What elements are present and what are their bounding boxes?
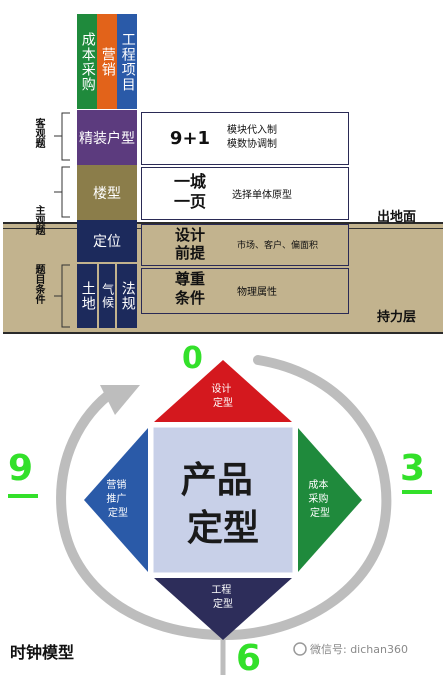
triangle-marketing — [84, 428, 148, 572]
number-9: 9 — [8, 448, 33, 489]
triangle-cost — [298, 428, 362, 572]
number-12: 0 — [182, 341, 203, 376]
engineering-label: 工程 定型 — [211, 584, 234, 610]
clock-arc — [56, 355, 392, 641]
row-2-small: 选择单体原型 — [232, 190, 292, 201]
clock-model: 设计 定型 成本 采购 定型 工程 定型 营销 推广 定型 产品 定型 0 3 … — [8, 341, 432, 677]
label-bearing-layer: 持力层 — [377, 310, 417, 325]
wechat-icon — [293, 642, 307, 656]
row-2-big: 一城 一页 — [173, 172, 206, 211]
caption: 时钟模型 — [10, 643, 74, 662]
side-label-subjective: 主观题 — [33, 205, 44, 235]
side-brackets — [54, 112, 70, 328]
watermark: 微信号: dichan360 — [310, 642, 408, 656]
row-box-4 — [141, 268, 349, 314]
block-climate: 气候 — [99, 264, 115, 328]
block-land: 土地 — [77, 264, 97, 328]
number-6: 6 — [236, 638, 261, 677]
side-label-objective: 客观题 — [33, 118, 44, 148]
row-4-big: 尊重 条件 — [174, 270, 205, 307]
block-building-type: 楼型 — [77, 165, 137, 220]
column-cost-procurement: 成本采购 — [77, 14, 97, 109]
triangle-design — [154, 360, 292, 422]
row-4-small: 物理属性 — [237, 287, 277, 298]
center-label: 产品 定型 — [181, 460, 266, 549]
triangle-engineering — [154, 578, 292, 640]
row-3-small: 市场、客户、偏面积 — [237, 241, 319, 251]
center-square — [150, 424, 296, 576]
block-regulation: 法规 — [117, 264, 137, 328]
column-engineering: 工程项目 — [117, 14, 137, 109]
row-box-3 — [141, 224, 349, 266]
marketing-label: 营销 推广 定型 — [106, 478, 129, 519]
block-positioning: 定位 — [77, 220, 137, 262]
clock-arrowhead — [100, 385, 140, 415]
cost-label: 成本 采购 定型 — [308, 478, 331, 519]
row-3-big: 设计 前提 — [174, 226, 205, 262]
label-above-ground: 出地面 — [377, 210, 417, 225]
row-1-big: 9+1 — [169, 128, 211, 149]
block-decoration-unit: 精装户型 — [77, 110, 137, 165]
column-marketing: 营销 — [97, 14, 117, 109]
design-label: 设计 定型 — [211, 382, 234, 409]
number-3: 3 — [400, 448, 425, 489]
row-box-1 — [141, 112, 349, 165]
row-1-small: 模块代入制 模数协调制 — [227, 125, 277, 150]
row-box-2 — [141, 167, 349, 220]
side-label-conditions: 题目条件 — [33, 264, 44, 304]
